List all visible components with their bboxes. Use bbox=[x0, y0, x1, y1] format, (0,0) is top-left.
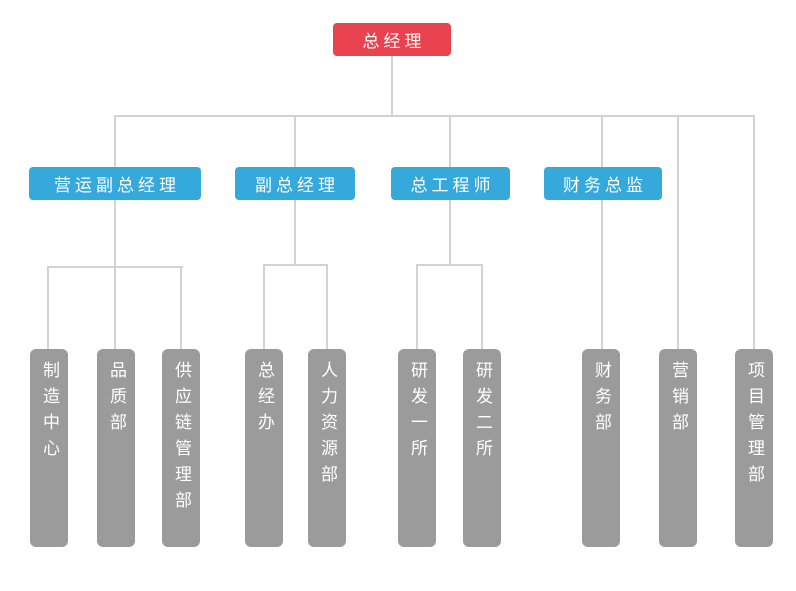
connector-drop-hr bbox=[326, 264, 328, 349]
connector-exec2-down bbox=[294, 200, 296, 265]
org-node-finance-dept[interactable]: 财务部 bbox=[582, 349, 620, 547]
connector-drop-rd-two bbox=[481, 264, 483, 349]
connector-root-drop bbox=[391, 56, 393, 115]
org-node-project-mgmt-dept[interactable]: 项目管理部 bbox=[735, 349, 773, 547]
org-node-deputy-gm[interactable]: 副总经理 bbox=[235, 167, 355, 200]
org-node-supply-chain-dept[interactable]: 供应链管理部 bbox=[162, 349, 200, 547]
connector-main-rail bbox=[114, 115, 755, 117]
org-node-general-manager[interactable]: 总经理 bbox=[333, 23, 451, 56]
connector-drop-quality bbox=[114, 266, 116, 349]
org-node-gm-office[interactable]: 总经办 bbox=[245, 349, 283, 547]
org-node-chief-engineer[interactable]: 总工程师 bbox=[391, 167, 510, 200]
connector-exec2-rail bbox=[263, 264, 328, 266]
connector-drop-gm-office bbox=[263, 264, 265, 349]
connector-drop-exec-4 bbox=[601, 115, 603, 167]
org-node-manufacturing-center[interactable]: 制造中心 bbox=[30, 349, 68, 547]
org-node-rd-institute-one[interactable]: 研发一所 bbox=[398, 349, 436, 547]
org-node-marketing-dept[interactable]: 营销部 bbox=[659, 349, 697, 547]
org-node-rd-institute-two[interactable]: 研发二所 bbox=[463, 349, 501, 547]
connector-drop-manufacturing bbox=[47, 266, 49, 349]
connector-drop-rd-one bbox=[416, 264, 418, 349]
connector-exec3-rail bbox=[416, 264, 483, 266]
org-node-quality-dept[interactable]: 品质部 bbox=[97, 349, 135, 547]
connector-drop-exec-2 bbox=[294, 115, 296, 167]
connector-drop-finance-dept bbox=[601, 200, 603, 349]
connector-drop-project-mgmt bbox=[753, 115, 755, 349]
connector-drop-marketing bbox=[677, 115, 679, 349]
connector-drop-exec-1 bbox=[114, 115, 116, 167]
connector-drop-exec-3 bbox=[449, 115, 451, 167]
org-node-operations-deputy-gm[interactable]: 营运副总经理 bbox=[29, 167, 201, 200]
org-node-hr-dept[interactable]: 人力资源部 bbox=[308, 349, 346, 547]
org-node-finance-director[interactable]: 财务总监 bbox=[544, 167, 662, 200]
connector-exec1-down bbox=[114, 200, 116, 267]
connector-exec3-down bbox=[449, 200, 451, 265]
connector-drop-supply-chain bbox=[180, 266, 182, 349]
